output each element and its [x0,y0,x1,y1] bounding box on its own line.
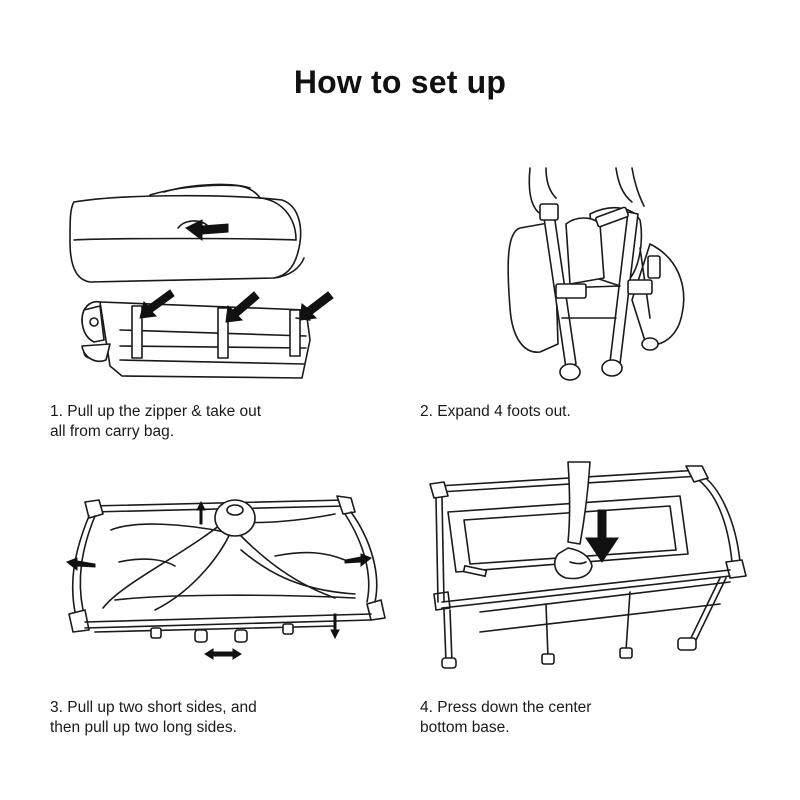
arrow-down-icon [330,613,340,640]
step-3-caption: 3. Pull up two short sides, and then pul… [50,698,257,738]
arrow-icon [139,289,175,319]
arrow-up-icon [196,500,206,525]
arrow-right-icon [344,553,372,568]
step-3-caption-line2: then pull up two long sides. [50,719,237,736]
step-3-illustration [55,490,395,670]
step-4-caption-line1: 4. Press down the center [420,699,592,716]
arrow-down-icon [585,509,619,563]
step-1-caption-line2: all from carry bag. [50,423,175,440]
step-4-caption-line2: bottom base. [420,719,510,736]
folded-frame-drawing [81,300,311,379]
arrow-icon [185,219,229,241]
arrow-both-icon [204,648,242,660]
arrow-icon [299,291,334,321]
step-1-illustration [60,180,334,390]
arrow-icon [225,291,260,323]
step-3-caption-line1: 3. Pull up two short sides, and [50,699,257,716]
step-1-caption: 1. Pull up the zipper & take out all fro… [50,402,261,442]
page-title: How to set up [293,64,507,100]
carry-bag-drawing [69,183,305,283]
arrow-left-icon [66,557,96,572]
step-4-illustration [420,461,760,672]
step-2-illustration [500,167,700,388]
step-2-caption: 2. Expand 4 foots out. [420,402,571,422]
step-1-caption-line1: 1. Pull up the zipper & take out [50,403,262,420]
step-4-caption: 4. Press down the center bottom base. [420,698,591,738]
step-2-caption-line1: 2. Expand 4 foots out. [420,403,571,420]
